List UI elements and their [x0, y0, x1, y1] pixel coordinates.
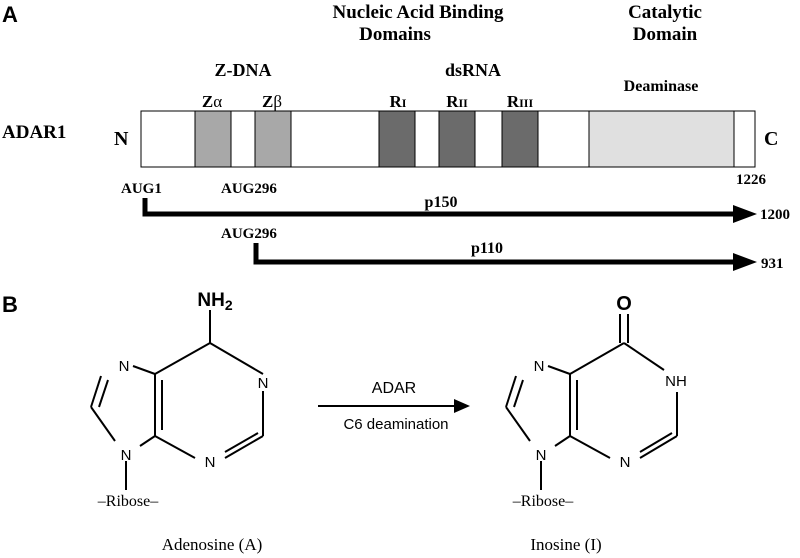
p150-length: 1200 — [760, 207, 790, 223]
inosine-ribose: –Ribose– — [512, 493, 574, 510]
p150-arrow — [142, 198, 743, 219]
header-catalytic-line2: Domain — [633, 24, 698, 45]
protein-name: ADAR1 — [2, 122, 66, 143]
r2-label: RII — [446, 92, 468, 111]
inosine-structure — [505, 314, 678, 490]
adenosine-n9: N — [121, 447, 132, 464]
n-terminus: N — [114, 128, 129, 150]
header-catalytic-line1: Catalytic — [628, 2, 702, 23]
aug296-lower-label: AUG296 — [221, 226, 277, 242]
z-alpha-domain — [194, 110, 232, 168]
header-nucleic-line2: Domains — [359, 24, 431, 45]
p150-label: p150 — [425, 194, 458, 211]
panel-a-label: A — [2, 2, 18, 27]
inosine-n3: N — [620, 454, 631, 471]
z-beta-label: Zβ — [262, 92, 282, 111]
adenosine-n7: N — [119, 358, 130, 375]
z-alpha-label: Zα — [202, 92, 222, 111]
r1-domain — [378, 110, 416, 168]
deaminase-domain — [588, 110, 735, 168]
reaction-enzyme: ADAR — [372, 380, 416, 397]
aug296-top-label: AUG296 — [221, 181, 277, 197]
zdna-label: Z-DNA — [215, 60, 272, 80]
inosine-n9: N — [536, 447, 547, 464]
p110-label: p110 — [471, 240, 503, 257]
adenosine-ribose: –Ribose– — [97, 493, 159, 510]
c-terminus: C — [764, 128, 778, 150]
reaction-arrowhead — [454, 399, 470, 413]
adenosine-n1: N — [258, 375, 269, 392]
end-1226-label: 1226 — [736, 172, 767, 188]
r2-domain — [438, 110, 476, 168]
p150-arrowhead — [733, 205, 757, 223]
p110-length: 931 — [761, 256, 784, 272]
dsrna-label: dsRNA — [445, 60, 501, 80]
adenosine-n3: N — [205, 454, 216, 471]
p110-arrow — [253, 243, 735, 265]
z-beta-domain — [254, 110, 292, 168]
inosine-name: Inosine (I) — [530, 535, 601, 554]
inosine-oxygen: O — [616, 293, 632, 315]
inosine-n7: N — [534, 358, 545, 375]
r3-label: RIII — [507, 92, 534, 111]
deaminase-label: Deaminase — [624, 78, 699, 95]
adenosine-nh2: NH2 — [197, 290, 232, 313]
inosine-n1h: NH — [665, 373, 687, 390]
r3-domain — [501, 110, 539, 168]
r1-label: RI — [390, 92, 407, 111]
adenosine-name: Adenosine (A) — [162, 535, 263, 554]
p110-arrowhead — [733, 253, 757, 271]
header-nucleic-line1: Nucleic Acid Binding — [332, 2, 504, 23]
panel-b-label: B — [2, 292, 18, 317]
aug1-label: AUG1 — [121, 181, 162, 197]
reaction-process: C6 deamination — [343, 416, 448, 433]
adenosine-structure — [90, 310, 264, 490]
